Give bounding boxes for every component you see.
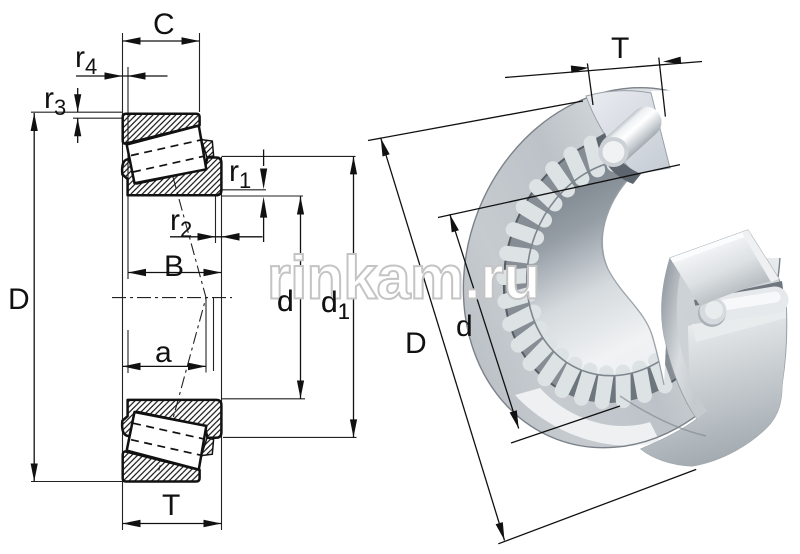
- svg-text:r1: r1: [229, 155, 251, 193]
- svg-text:rinkam.ru: rinkam.ru: [267, 244, 540, 312]
- svg-text:d: d: [277, 285, 294, 318]
- svg-text:r3: r3: [44, 82, 66, 120]
- svg-text:d1: d1: [321, 286, 350, 324]
- svg-text:T: T: [162, 489, 180, 522]
- svg-text:B: B: [164, 250, 184, 283]
- svg-text:D: D: [8, 283, 30, 316]
- svg-text:d1: d1: [321, 286, 350, 324]
- svg-text:C: C: [153, 8, 175, 41]
- svg-text:a: a: [155, 336, 172, 369]
- svg-text:D: D: [405, 327, 427, 360]
- svg-text:r4: r4: [75, 41, 97, 79]
- svg-text:d: d: [456, 310, 473, 343]
- svg-text:r2: r2: [170, 204, 192, 242]
- svg-text:T: T: [611, 32, 629, 65]
- svg-text:d: d: [277, 285, 294, 318]
